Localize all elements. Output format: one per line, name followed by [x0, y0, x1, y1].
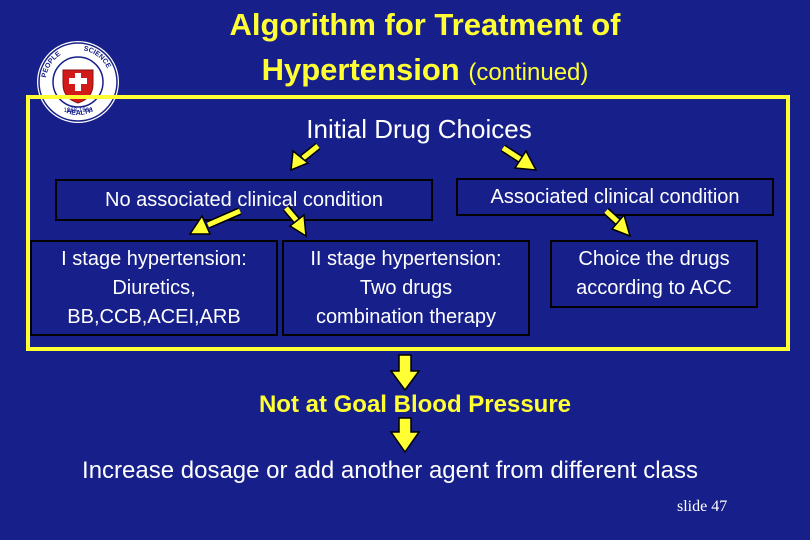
title-line2-text: Hypertension: [261, 52, 460, 87]
arrow-to-no-condition: [290, 142, 321, 172]
svg-text:1968-1998: 1968-1998: [64, 108, 93, 114]
slide-number-text: slide 47: [677, 498, 728, 515]
stage2-box: II stage hypertension: Two drugs combina…: [282, 240, 530, 336]
increase-dosage-label: Increase dosage or add another agent fro…: [0, 456, 780, 486]
arrow-to-stage2: [282, 205, 307, 238]
associated-condition-box: Associated clinical condition: [456, 178, 774, 216]
no-condition-box: No associated clinical condition: [55, 179, 433, 221]
acc-line: according to ACC: [576, 277, 732, 299]
acc-line: Choice the drugs: [578, 248, 730, 270]
arrow-down-to-increase: [389, 417, 421, 454]
arrow-to-acc: [603, 208, 632, 238]
stage2-line: combination therapy: [315, 305, 497, 328]
arrow-down-to-goal: [389, 354, 421, 392]
stage1-line: BB,CCB,ACEI,ARB: [67, 305, 241, 328]
stage1-line: Diuretics,: [112, 276, 196, 299]
heading-text: Initial Drug Choices: [306, 114, 532, 144]
slide-title-line1: Algorithm for Treatment of: [150, 5, 700, 45]
stage1-box: I stage hypertension: Diuretics, BB,CCB,…: [30, 240, 278, 336]
no-condition-label: No associated clinical condition: [105, 188, 383, 211]
not-at-goal-text: Not at Goal Blood Pressure: [258, 391, 572, 418]
stage1-line: I stage hypertension:: [61, 247, 247, 270]
title-suffix: (continued): [468, 59, 589, 86]
svg-text:HEALTH: HEALTH: [66, 107, 95, 117]
title-line1-text: Algorithm for Treatment of: [229, 7, 621, 42]
arrow-to-stage1: [188, 207, 242, 235]
stage2-line: II stage hypertension:: [310, 247, 502, 270]
slide-number: slide 47: [677, 497, 727, 517]
initial-drug-choices-heading: Initial Drug Choices: [0, 114, 810, 144]
arrow-to-associated-condition: [500, 144, 538, 171]
stage2-line: Two drugs: [359, 276, 453, 299]
associated-condition-label: Associated clinical condition: [490, 185, 740, 208]
university-seal-icon: PEOPLE SCIENCE HEALTH 1968-1998: [37, 41, 119, 123]
not-at-goal-label: Not at Goal Blood Pressure: [180, 390, 650, 420]
increase-dosage-text: Increase dosage or add another agent fro…: [82, 457, 698, 484]
acc-box: Choice the drugs according to ACC: [550, 240, 758, 308]
initial-choices-frame: [26, 95, 790, 351]
slide-title-line2: Hypertension (continued): [150, 50, 700, 93]
